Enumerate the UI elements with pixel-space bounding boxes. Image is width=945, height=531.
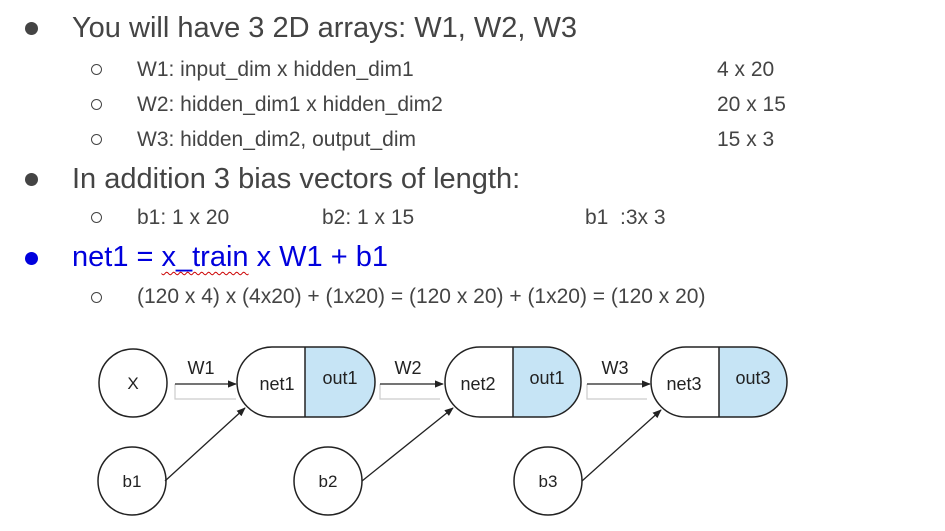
- layer2-out-cell: [513, 347, 581, 417]
- layer1-out-label: out1: [322, 368, 357, 388]
- bias2-length: b2: 1 x 15: [322, 206, 415, 229]
- bias-node-b1-label: b1: [123, 472, 142, 491]
- layer3-out-label: out3: [735, 368, 770, 388]
- w1-arrow-label: W1: [188, 358, 215, 378]
- bullet-bias-heading: In addition 3 bias vectors of length:: [72, 163, 521, 195]
- net1-formula: net1 = x_train x W1 + b1: [72, 243, 388, 272]
- net1-formula-lhs: net1 =: [72, 241, 162, 273]
- layer3-out-cell: [719, 347, 787, 417]
- w2-connector-shadow: [379, 384, 440, 400]
- sub-bullet-ring: [91, 64, 102, 75]
- bias-node-b3-label: b3: [539, 472, 558, 491]
- b3-arrow: [581, 409, 662, 482]
- layer2-out-label: out1: [529, 368, 564, 388]
- b1-arrow: [164, 407, 246, 482]
- w2-arrow-label: W2: [395, 358, 422, 378]
- w1-size: 4 x 20: [717, 58, 775, 81]
- w2-size: 20 x 15: [717, 93, 786, 116]
- bias1-length: b1: 1 x 20: [137, 206, 230, 229]
- w3-arrow-label: W3: [602, 358, 629, 378]
- w3-size: 15 x 3: [717, 128, 775, 151]
- bias3-length: b1 :3x 3: [585, 206, 666, 229]
- b2-arrow: [361, 407, 454, 482]
- layer1-capsule: [236, 346, 376, 418]
- layer2-net-label: net2: [460, 374, 495, 394]
- net1-formula-rhs: x W1 + b1: [248, 241, 388, 273]
- input-node: [98, 348, 168, 418]
- bullet-dot: [25, 173, 38, 186]
- layer2-capsule: [444, 346, 582, 418]
- w1-connector-shadow: [174, 384, 236, 400]
- layer3-capsule: [650, 346, 788, 418]
- w2-description: W2: hidden_dim1 x hidden_dim2: [137, 93, 443, 116]
- shape-equation: (120 x 4) x (4x20) + (1x20) = (120 x 20)…: [137, 285, 706, 308]
- layer1-net-label: net1: [259, 374, 294, 394]
- input-node-label: X: [127, 374, 138, 393]
- sub-bullet-ring: [91, 99, 102, 110]
- w3-connector-shadow: [586, 384, 647, 400]
- sub-bullet-ring: [91, 134, 102, 145]
- bias-node-b1: [97, 446, 167, 516]
- bullet-arrays-heading: You will have 3 2D arrays: W1, W2, W3: [72, 12, 577, 44]
- bullet-dot-highlight: [25, 252, 38, 265]
- w3-description: W3: hidden_dim2, output_dim: [137, 128, 416, 151]
- x-train-term: x_train: [161, 241, 249, 273]
- bias-node-b2-label: b2: [319, 472, 338, 491]
- layer3-net-label: net3: [666, 374, 701, 394]
- w1-description: W1: input_dim x hidden_dim1: [137, 58, 414, 81]
- bullet-dot: [25, 22, 38, 35]
- sub-bullet-ring: [91, 292, 102, 303]
- sub-bullet-ring: [91, 212, 102, 223]
- layer1-out-cell: [305, 347, 375, 417]
